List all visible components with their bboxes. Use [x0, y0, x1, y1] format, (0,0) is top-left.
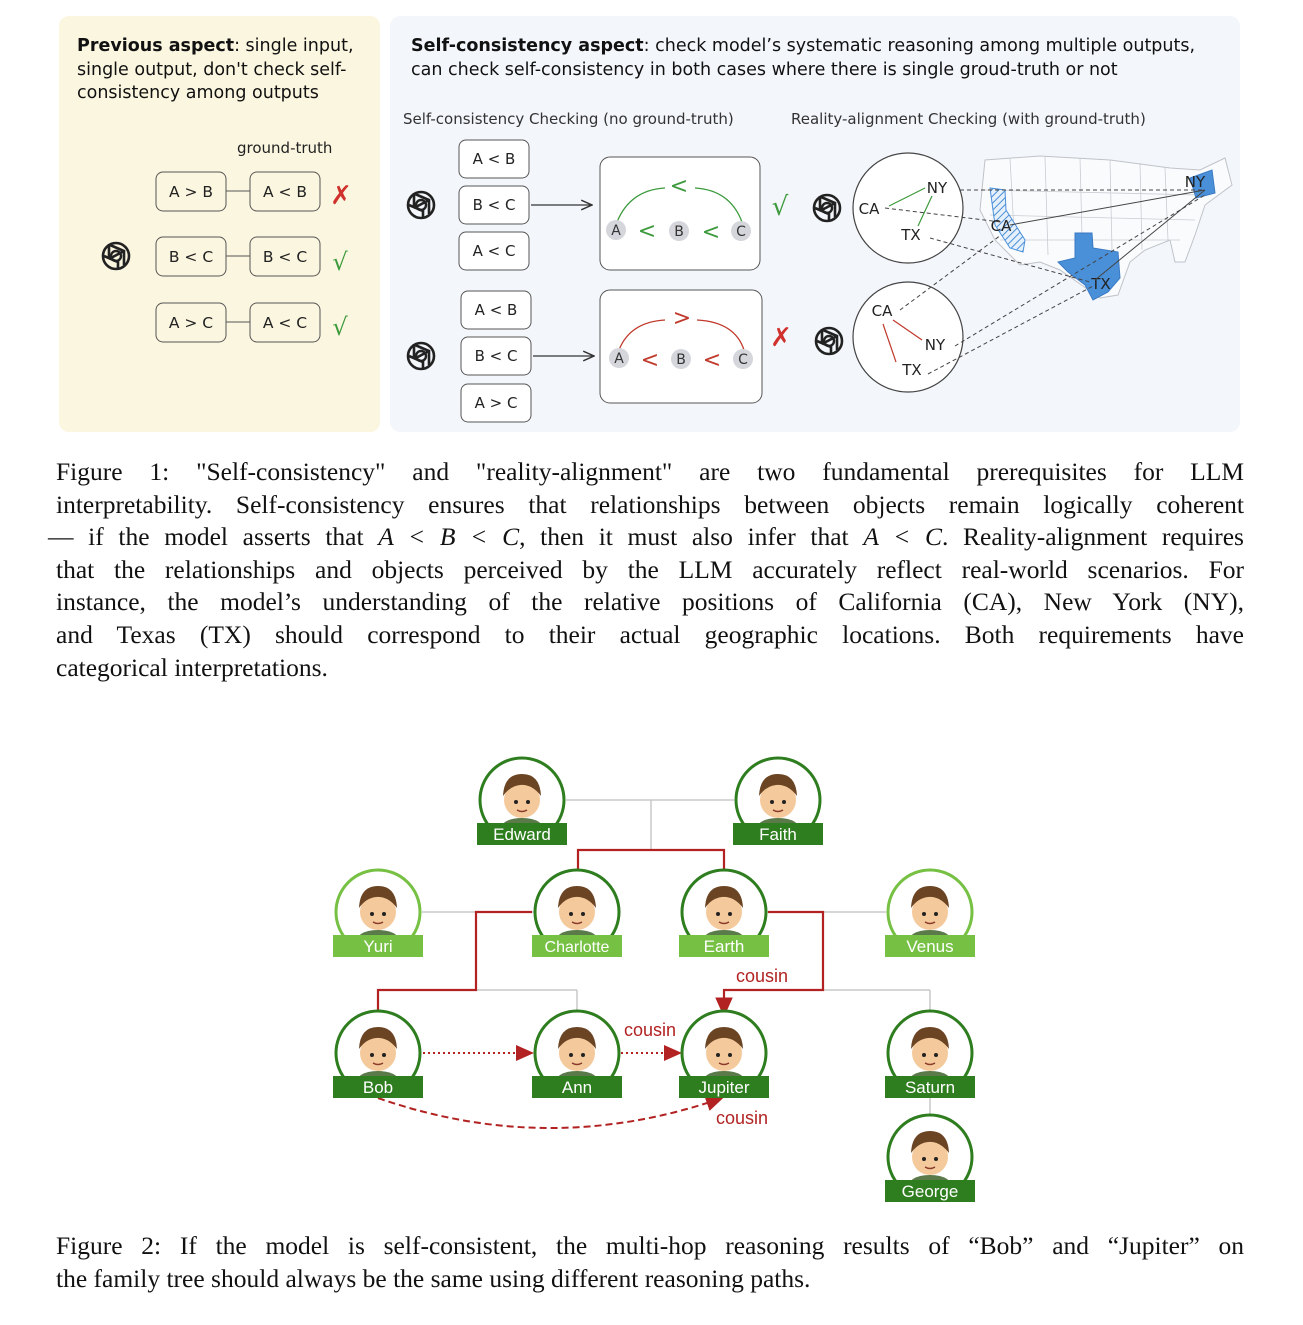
figure-1-caption: Figure 1: "Self-consistency" and "realit…: [48, 456, 1244, 684]
stack-top-text-3: A < C: [473, 242, 516, 260]
stack-bottom-box-2: [460, 336, 532, 376]
relation-label-cousin: cousin: [736, 966, 788, 986]
person-label-jupiter: Jupiter: [698, 1078, 749, 1097]
figure-2-family-tree: cousin cousin cousin Edward Faith Yuri C…: [333, 756, 975, 1202]
stack-top-text-1: A < B: [473, 150, 516, 168]
check-icon: √: [332, 313, 348, 341]
truth-text-1: A < B: [263, 183, 307, 201]
left-panel-bg: [59, 16, 380, 432]
op-bottom-1: <: [641, 348, 659, 373]
pred-text-2: B < C: [169, 248, 213, 266]
chain-box-top: [599, 156, 761, 271]
stack-bottom-box-1: [460, 290, 532, 330]
person-label-charlotte: Charlotte: [545, 939, 610, 956]
subtitle-reality-alignment: Reality-alignment Checking (with ground-…: [791, 110, 1146, 128]
truth-box-2: [249, 236, 321, 277]
person-label-earth: Earth: [704, 937, 745, 956]
map-california: [989, 187, 1026, 253]
truth-text-2: B < C: [263, 248, 307, 266]
person-label-saturn: Saturn: [905, 1078, 955, 1097]
relation-label-cousin: cousin: [624, 1020, 676, 1040]
state-label-ny: NY: [925, 336, 946, 354]
caption-text: . Reality-alignment requires: [942, 522, 1244, 552]
truth-text-3: A < C: [263, 314, 307, 332]
node-c: C: [736, 224, 746, 240]
person-label-bob: Bob: [363, 1078, 393, 1097]
caption-line: that the relationships and objects perce…: [56, 554, 1244, 584]
subtitle-self-consistency: Self-consistency Checking (no ground-tru…: [403, 110, 734, 128]
check-icon: √: [332, 248, 348, 276]
arc-op-top: <: [670, 174, 688, 199]
state-label-ny: NY: [927, 179, 948, 197]
map-label-tx: TX: [1090, 275, 1110, 293]
node-c: C: [738, 352, 748, 368]
map-label-ny: NY: [1185, 173, 1206, 191]
left-panel-title-line2: single output, don't check self-: [77, 60, 346, 80]
node-b: B: [674, 224, 684, 240]
caption-line: the family tree should always be the sam…: [56, 1263, 811, 1293]
check-icon: √: [772, 192, 789, 222]
belief-circle-wrong: [852, 281, 964, 393]
map-label-ca: CA: [991, 217, 1012, 235]
caption-line: interpretability. Self-consistency ensur…: [56, 489, 1244, 519]
left-panel-title-line3: consistency among outputs: [77, 83, 319, 103]
map-new-york: [1189, 169, 1216, 199]
caption-line: Figure 1: "Self-consistency" and "realit…: [56, 457, 1244, 486]
state-label-tx: TX: [901, 361, 921, 379]
node-a: A: [614, 351, 624, 367]
cross-icon: ✗: [770, 323, 792, 353]
person-label-george: George: [902, 1182, 959, 1201]
cross-icon: ✗: [330, 181, 352, 211]
right-panel-title-line2: can check self-consistency in both cases…: [411, 60, 1118, 80]
caption-line: — if the model asserts that A < B < C, t…: [48, 521, 1244, 554]
us-map: [979, 155, 1233, 301]
stack-bottom-text-3: A > C: [475, 394, 518, 412]
stack-bottom-text-2: B < C: [475, 347, 518, 365]
person-label-ann: Ann: [562, 1078, 592, 1097]
caption-math: A < B < C: [378, 522, 520, 552]
state-label-tx: TX: [900, 226, 920, 244]
caption-line: instance, the model’s understanding of t…: [56, 587, 1244, 617]
person-label-edward: Edward: [493, 825, 551, 844]
arc-op-bottom: >: [673, 306, 691, 331]
node-a: A: [611, 223, 621, 239]
pred-text-3: A > C: [169, 314, 213, 332]
op-bottom-2: <: [703, 348, 721, 373]
stack-bottom-text-1: A < B: [475, 301, 518, 319]
op-top-2: <: [702, 220, 720, 245]
right-panel-title: Self-consistency aspect: check model’s s…: [411, 36, 1195, 56]
caption-line: and Texas (TX) should correspond to thei…: [56, 619, 1244, 649]
stack-bottom-box-3: [460, 383, 532, 423]
person-label-yuri: Yuri: [363, 937, 392, 956]
caption-line: categorical interpretations.: [56, 652, 328, 682]
caption-line: Figure 2: If the model is self-consisten…: [56, 1231, 1244, 1260]
caption-text: — if the model asserts that: [48, 522, 379, 552]
belief-circle-correct: [852, 152, 964, 264]
stack-top-text-2: B < C: [473, 196, 516, 214]
node-b: B: [676, 352, 686, 368]
state-label-ca: CA: [872, 302, 893, 320]
groundtruth-label: ground-truth: [237, 139, 332, 157]
pred-text-1: A > B: [169, 183, 213, 201]
truth-box-1: [249, 171, 321, 212]
op-top-1: <: [638, 219, 656, 244]
stack-top-box-3: [458, 231, 530, 271]
stack-top-box-1: [458, 139, 530, 179]
figure-1: Previous aspect: single input, single ou…: [59, 16, 1240, 432]
relation-label-cousin: cousin: [716, 1108, 768, 1128]
chain-box-bottom: [599, 289, 763, 404]
left-panel-title: Previous aspect: single input,: [77, 36, 354, 56]
caption-text: , then it must also infer that: [519, 522, 864, 552]
truth-box-3: [249, 302, 321, 343]
caption-math: A < C: [863, 522, 942, 552]
state-label-ca: CA: [859, 200, 880, 218]
figure-2-caption: Figure 2: If the model is self-consisten…: [56, 1230, 1244, 1295]
map-texas: [1057, 232, 1121, 301]
person-label-faith: Faith: [759, 825, 797, 844]
person-label-venus: Venus: [906, 937, 953, 956]
stack-top-box-2: [458, 185, 530, 225]
